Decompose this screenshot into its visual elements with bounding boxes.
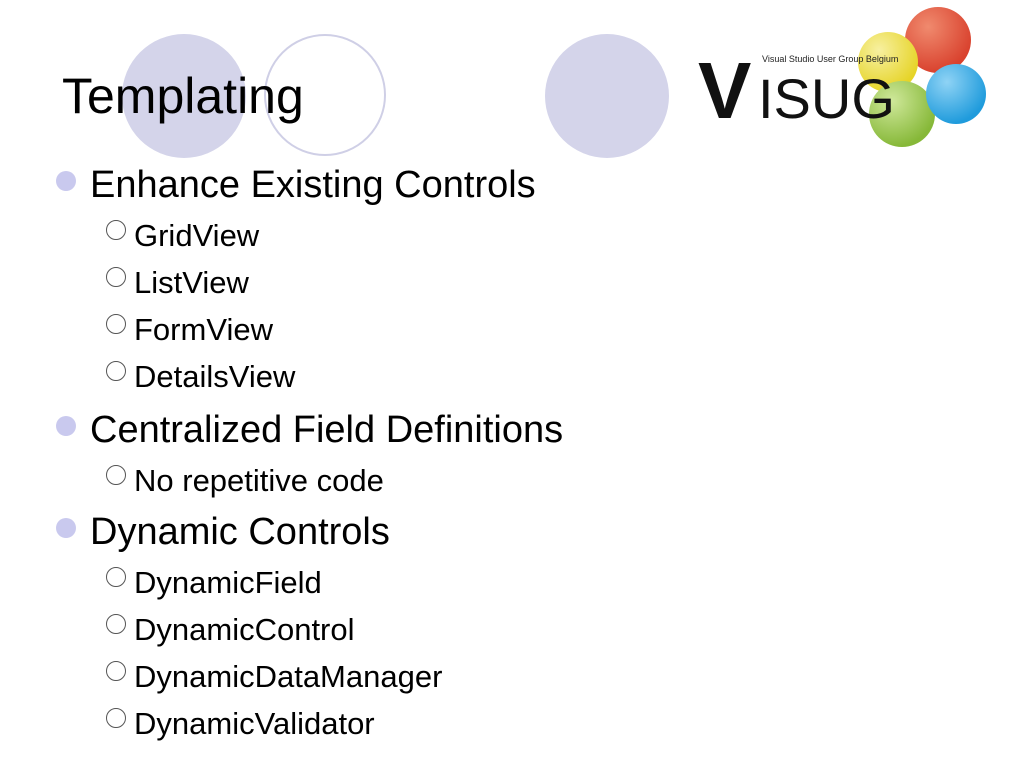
sub-bullet-item: DynamicControl bbox=[106, 611, 355, 649]
sub-bullet-text: GridView bbox=[134, 218, 260, 253]
sub-bullet-item: DynamicDataManager bbox=[106, 658, 442, 696]
logo-red-ball bbox=[905, 7, 971, 73]
logo-yellow-ball bbox=[858, 32, 918, 92]
sub-bullet-text: DynamicField bbox=[134, 565, 322, 600]
logo-blue-ball bbox=[926, 64, 986, 124]
hollow-bullet-icon bbox=[106, 314, 126, 334]
hollow-bullet-icon bbox=[106, 708, 126, 728]
filled-bullet-icon bbox=[56, 416, 76, 436]
visug-logo: V ISUG Visual Studio User Group Belgium bbox=[690, 0, 1000, 162]
sub-bullet-item: DynamicValidator bbox=[106, 705, 375, 743]
hollow-bullet-icon bbox=[106, 220, 126, 240]
sub-bullet-text: DynamicValidator bbox=[134, 706, 375, 741]
hollow-bullet-icon bbox=[106, 661, 126, 681]
sub-bullet-item: No repetitive code bbox=[106, 462, 384, 500]
logo-green-ball bbox=[869, 81, 935, 147]
bullet-item: Dynamic Controls bbox=[56, 510, 390, 554]
sub-bullet-item: ListView bbox=[106, 264, 249, 302]
hollow-bullet-icon bbox=[106, 465, 126, 485]
sub-bullet-item: DynamicField bbox=[106, 564, 322, 602]
decorative-circle-outline bbox=[264, 34, 386, 156]
bullet-item: Centralized Field Definitions bbox=[56, 408, 563, 452]
bullet-text: Dynamic Controls bbox=[90, 511, 390, 553]
decorative-circle-filled-right bbox=[545, 34, 669, 158]
bullet-text: Centralized Field Definitions bbox=[90, 409, 564, 451]
sub-bullet-item: FormView bbox=[106, 311, 273, 349]
hollow-bullet-icon bbox=[106, 567, 126, 587]
slide-title: Templating bbox=[62, 68, 304, 124]
logo-wordmark-rest: ISUG bbox=[758, 67, 895, 130]
hollow-bullet-icon bbox=[106, 267, 126, 287]
sub-bullet-text: ListView bbox=[134, 265, 249, 300]
logo-tagline: Visual Studio User Group Belgium bbox=[762, 54, 898, 64]
sub-bullet-text: DetailsView bbox=[134, 359, 296, 394]
hollow-bullet-icon bbox=[106, 361, 126, 381]
filled-bullet-icon bbox=[56, 518, 76, 538]
filled-bullet-icon bbox=[56, 171, 76, 191]
hollow-bullet-icon bbox=[106, 614, 126, 634]
sub-bullet-text: DynamicControl bbox=[134, 612, 355, 647]
logo-wordmark-initial: V bbox=[698, 46, 751, 135]
bullet-item: Enhance Existing Controls bbox=[56, 163, 536, 207]
sub-bullet-text: No repetitive code bbox=[134, 463, 384, 498]
sub-bullet-item: GridView bbox=[106, 217, 259, 255]
bullet-text: Enhance Existing Controls bbox=[90, 164, 536, 206]
sub-bullet-item: DetailsView bbox=[106, 358, 295, 396]
decorative-circle-filled-left bbox=[122, 34, 246, 158]
sub-bullet-text: FormView bbox=[134, 312, 273, 347]
sub-bullet-text: DynamicDataManager bbox=[134, 659, 443, 694]
